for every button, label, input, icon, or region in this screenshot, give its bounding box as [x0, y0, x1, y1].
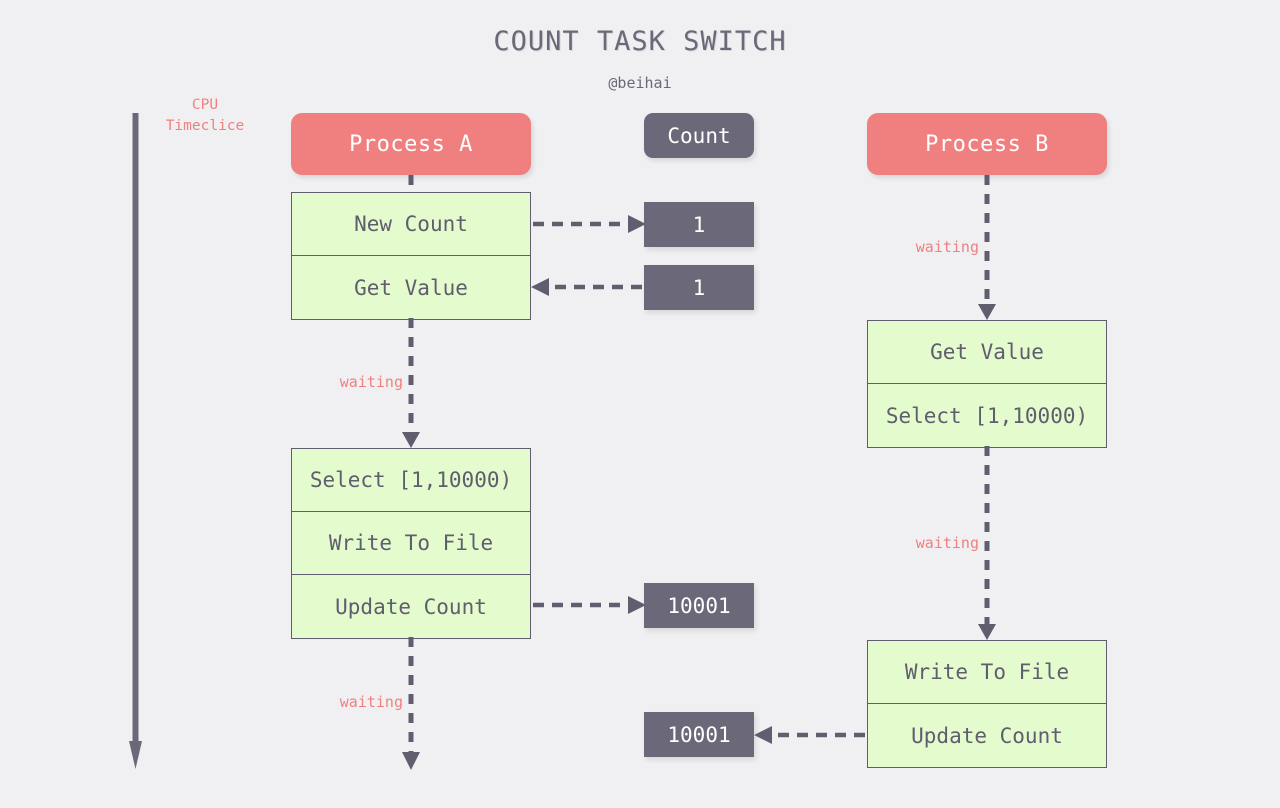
arrowhead-b-stack1: [978, 304, 996, 320]
waiting-label-a1: waiting: [339, 373, 403, 391]
arrowhead-b-stack2: [978, 624, 996, 640]
process-b-header[interactable]: Process B: [867, 113, 1107, 175]
step-a-get-value[interactable]: Get Value: [354, 275, 468, 300]
waiting-label-a2: waiting: [339, 693, 403, 711]
step-a-new-count[interactable]: New Count: [292, 193, 530, 256]
count-header[interactable]: Count: [644, 113, 754, 158]
process-a-stack-2: Select [1,10000) Write To File Update Co…: [291, 448, 531, 639]
step-b-update-count[interactable]: Update Count: [911, 723, 1063, 748]
step-a-write-to-file[interactable]: Write To File: [292, 512, 530, 575]
arrowhead-a-getvalue: [531, 278, 549, 296]
arrowhead-a-trailing: [402, 752, 420, 770]
process-b-stack-1: Get Value Select [1,10000): [867, 320, 1107, 448]
step-a-update-count[interactable]: Update Count: [335, 594, 487, 619]
process-a-header[interactable]: Process A: [291, 113, 531, 175]
step-b-select-range[interactable]: Select [1,10000): [885, 403, 1089, 428]
step-b-write-to-file[interactable]: Write To File: [868, 641, 1106, 704]
step-b-get-value[interactable]: Get Value: [868, 321, 1106, 384]
process-a-stack-1: New Count Get Value: [291, 192, 531, 320]
count-value-box: 1: [644, 202, 754, 247]
page-title: COUNT TASK SWITCH: [493, 26, 787, 57]
process-b-stack-2: Write To File Update Count: [867, 640, 1107, 768]
count-value-box: 10001: [644, 712, 754, 757]
waiting-label-b1: waiting: [915, 238, 979, 256]
waiting-label-b2: waiting: [915, 534, 979, 552]
cpu-timeline-label-line2: Timeclice: [165, 118, 245, 134]
step-a-select-range[interactable]: Select [1,10000): [292, 449, 530, 512]
arrowhead-a-stack2: [402, 432, 420, 448]
cpu-timeline-label: CPU Timeclice: [140, 95, 270, 137]
author-credit: @beihai: [608, 74, 672, 92]
cpu-timeline-label-line1: CPU: [191, 97, 219, 113]
count-value-box: 1: [644, 265, 754, 310]
count-value-box: 10001: [644, 583, 754, 628]
cpu-timeline-arrow: [129, 113, 142, 769]
arrowhead-b-updatecount: [754, 726, 772, 744]
